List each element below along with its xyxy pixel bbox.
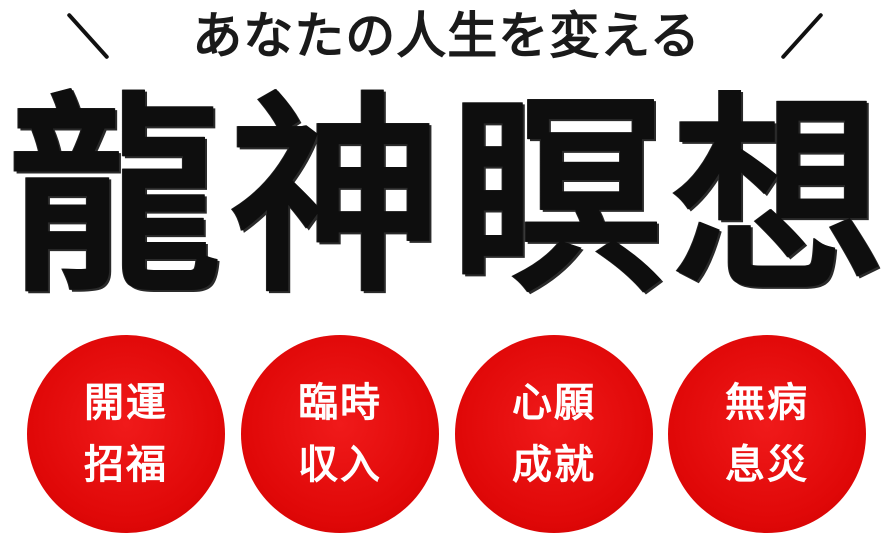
benefit-circle-wish: 心願 成就 [455,335,653,533]
tagline: あなたの人生を変える [192,6,701,65]
benefit-circles: 開運 招福 臨時 収入 心願 成就 無病 息災 [0,335,893,535]
benefit-circle-fortune: 開運 招福 [27,335,225,533]
benefit-line: 収入 [298,442,382,488]
title-char: 想 [672,72,884,321]
main-title: 龍 神 瞑 想 [0,82,893,312]
benefit-line: 招福 [84,442,168,488]
right-slash-decoration [780,12,824,60]
benefit-line: 臨時 [298,380,382,426]
left-slash-decoration [66,12,110,60]
benefit-line: 無病 [725,380,809,426]
benefit-circle-health: 無病 息災 [668,335,866,533]
benefit-line: 開運 [84,380,168,426]
tagline-row: あなたの人生を変える [0,0,893,72]
benefit-line: 成就 [512,442,596,488]
title-char: 神 [230,72,442,321]
benefit-line: 心願 [512,380,596,426]
benefit-line: 息災 [725,442,809,488]
title-char: 龍 [9,72,221,321]
title-char: 瞑 [451,72,663,321]
benefit-circle-income: 臨時 収入 [241,335,439,533]
